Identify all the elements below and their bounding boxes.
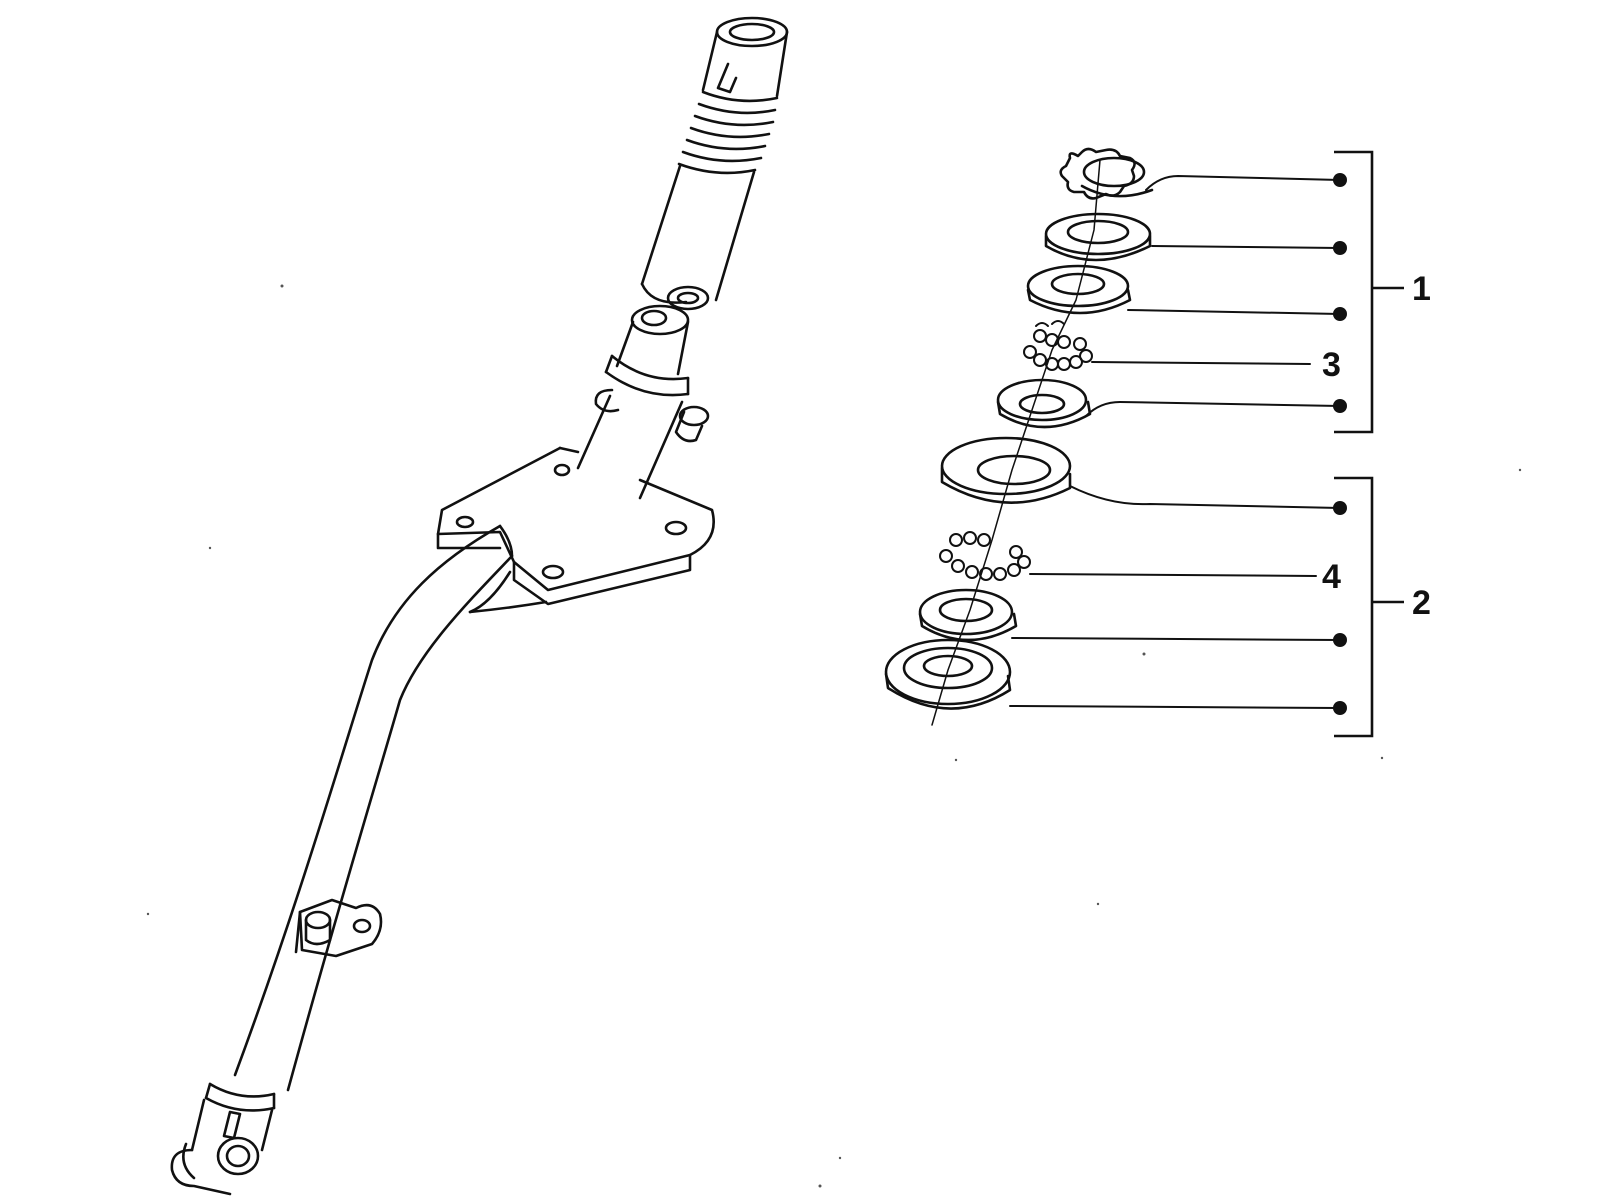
upper-ball-cage xyxy=(1023,320,1093,371)
lower-race xyxy=(918,588,1018,642)
upper-race xyxy=(996,378,1092,429)
lower-cup xyxy=(940,436,1072,504)
scan-noise xyxy=(146,284,1522,1188)
steering-column xyxy=(170,16,789,1196)
leader-lines xyxy=(1009,175,1341,709)
upper-cone xyxy=(1044,212,1152,262)
bracket-group-1 xyxy=(1334,150,1374,434)
group-brackets xyxy=(1334,150,1404,738)
callout-4: 4 xyxy=(1322,558,1341,596)
callout-3: 3 xyxy=(1322,346,1341,384)
fork-tube xyxy=(233,304,710,1092)
mounting-plate xyxy=(436,446,715,614)
callout-2: 2 xyxy=(1412,584,1431,622)
bottom-seal xyxy=(884,638,1012,710)
callout-1: 1 xyxy=(1412,270,1431,308)
upper-cup xyxy=(1026,264,1132,315)
lower-ball-cage xyxy=(939,531,1031,581)
bearing-stack xyxy=(884,147,1154,726)
lock-nut xyxy=(1059,147,1154,200)
fork-end xyxy=(170,1082,276,1196)
fork-bracket xyxy=(294,898,383,958)
leader-dots xyxy=(1333,173,1347,715)
steering-tube-upper xyxy=(640,16,789,311)
bracket-group-2 xyxy=(1334,476,1374,738)
